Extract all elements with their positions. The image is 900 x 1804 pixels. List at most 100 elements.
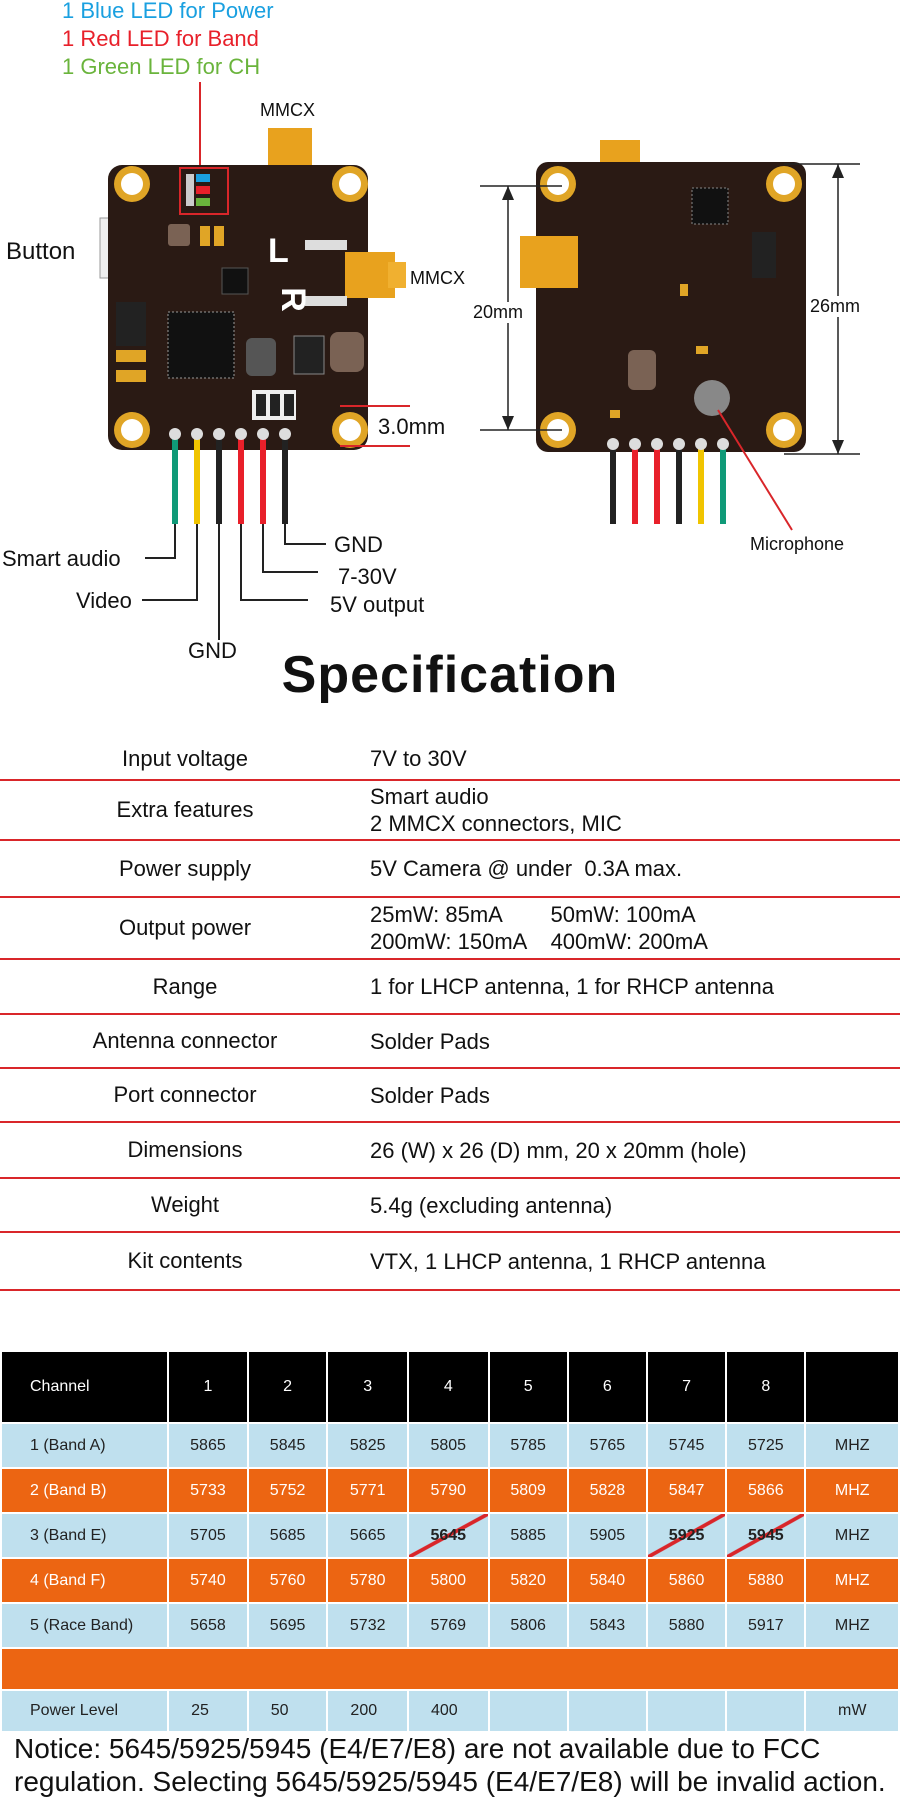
board-diagram <box>99 82 860 640</box>
frequency-cell: 5685 <box>246 1512 329 1559</box>
power-level-cell <box>487 1689 569 1733</box>
frequency-cell: 5705 <box>167 1512 249 1559</box>
frequency-cell: 5765 <box>566 1422 648 1469</box>
spec-value-line: Solder Pads <box>370 1028 490 1054</box>
unavailable-frequency-cell: 5925 <box>645 1512 728 1559</box>
channel-header-cell: 2 <box>246 1350 329 1424</box>
frequency-cell: 5880 <box>645 1602 728 1649</box>
frequency-cell: 5880 <box>725 1557 807 1604</box>
channel-header-cell: 3 <box>326 1350 409 1424</box>
frequency-cell: 5843 <box>566 1602 648 1649</box>
power-level-label: Power Level <box>0 1689 170 1733</box>
spec-value-line: VTX, 1 LHCP antenna, 1 RHCP antenna <box>370 1248 766 1274</box>
back-board <box>480 140 860 531</box>
legend-power-led: 1 Blue LED for Power <box>62 0 274 23</box>
channel-header-cell <box>804 1350 900 1424</box>
frequency-cell: 5860 <box>645 1557 728 1604</box>
frequency-cell: 5847 <box>645 1467 728 1514</box>
label-dim-26mm: 26mm <box>810 296 861 317</box>
spec-value-line: 5V Camera @ under 0.3A max. <box>370 856 683 881</box>
spec-value-line: 1 for LHCP antenna, 1 for RHCP antenna <box>370 974 774 999</box>
channel-header-cell: 8 <box>725 1350 807 1424</box>
spec-key: Dimensions <box>127 1137 243 1162</box>
spec-value: Solder Pads <box>370 1015 900 1067</box>
label-video: Video <box>76 588 132 613</box>
frequency-cell: 5805 <box>406 1422 490 1469</box>
frequency-cell: 5695 <box>246 1602 329 1649</box>
power-level-cell <box>645 1689 728 1733</box>
frequency-cell: 5725 <box>725 1422 807 1469</box>
label-hole: 3.0mm <box>378 414 446 439</box>
band-label: 3 (Band E) <box>0 1512 170 1559</box>
frequency-cell: 5806 <box>487 1602 569 1649</box>
frequency-cell: 5760 <box>246 1557 329 1604</box>
frequency-cell: 5917 <box>725 1602 807 1649</box>
channel-header-cell: 4 <box>406 1350 490 1424</box>
unit-cell: MHZ <box>804 1422 900 1469</box>
frequency-cell: 5732 <box>326 1602 409 1649</box>
channel-header-cell: 7 <box>645 1350 728 1424</box>
spec-row: Dimensions 26 (W) x 26 (D) mm, 20 x 20mm … <box>0 1123 900 1179</box>
spec-value: 26 (W) x 26 (D) mm, 20 x 20mm (hole) <box>370 1123 900 1177</box>
power-level-cell: 50 <box>246 1689 329 1733</box>
frequency-cell: 5752 <box>246 1467 329 1514</box>
label-7-30v: 7-30V <box>338 564 397 589</box>
label-gnd-bottom: GND <box>188 638 237 663</box>
frequency-cell: 5665 <box>326 1512 409 1559</box>
unit-cell: MHZ <box>804 1602 900 1649</box>
frequency-cell: 5885 <box>487 1512 569 1559</box>
frequency-cell: 5790 <box>406 1467 490 1514</box>
spec-key: Output power <box>118 915 252 940</box>
label-mmcx-side: MMCX <box>410 268 465 288</box>
spec-value-line: 26 (W) x 26 (D) mm, 20 x 20mm (hole) <box>370 1137 747 1163</box>
band-label: 4 (Band F) <box>0 1557 170 1604</box>
spec-value: 5V Camera @ under 0.3A max. <box>370 841 900 896</box>
spec-key: Weight <box>150 1192 220 1217</box>
front-board <box>99 128 410 640</box>
label-gnd-right: GND <box>334 532 383 557</box>
unavailable-frequency-cell: 5945 <box>725 1512 807 1559</box>
spec-value: Solder Pads <box>370 1069 900 1121</box>
unavailable-frequency-cell: 5645 <box>406 1512 490 1559</box>
spacer-cell <box>0 1647 900 1691</box>
label-mmcx-top: MMCX <box>260 100 315 120</box>
label-smart-audio: Smart audio <box>2 546 121 571</box>
frequency-cell: 5771 <box>326 1467 409 1514</box>
unit-cell: MHZ <box>804 1512 900 1559</box>
notice: Notice: 5645/5925/5945 (E4/E7/E8) are no… <box>14 1732 894 1798</box>
frequency-cell: 5733 <box>167 1467 249 1514</box>
spec-row: Weight 5.4g (excluding antenna) <box>0 1179 900 1233</box>
frequency-cell: 5769 <box>406 1602 490 1649</box>
spacer-row <box>0 1647 900 1691</box>
frequency-cell: 5820 <box>487 1557 569 1604</box>
silk-R: R <box>273 287 312 312</box>
spec-value-line: 5.4g (excluding antenna) <box>370 1192 613 1218</box>
frequency-cell: 5800 <box>406 1557 490 1604</box>
power-level-cell: 200 <box>326 1689 409 1733</box>
channel-header-cell: 5 <box>487 1350 569 1424</box>
unit-cell: MHZ <box>804 1557 900 1604</box>
band-label: 2 (Band B) <box>0 1467 170 1514</box>
notice-line-1: Notice: 5645/5925/5945 (E4/E7/E8) are no… <box>14 1733 821 1764</box>
label-button: Button <box>6 238 76 265</box>
frequency-cell: 5780 <box>326 1557 409 1604</box>
frequency-cell: 5905 <box>566 1512 648 1559</box>
legend-ch-led: 1 Green LED for CH <box>62 54 261 79</box>
frequency-cell: 5740 <box>167 1557 249 1604</box>
legend-band-led: 1 Red LED for Band <box>62 26 259 51</box>
spec-value: VTX, 1 LHCP antenna, 1 RHCP antenna <box>370 1233 900 1289</box>
frequency-cell: 5828 <box>566 1467 648 1514</box>
power-level-cell: 400 <box>406 1689 490 1733</box>
spec-value-line: 7V to 30V <box>370 746 467 771</box>
